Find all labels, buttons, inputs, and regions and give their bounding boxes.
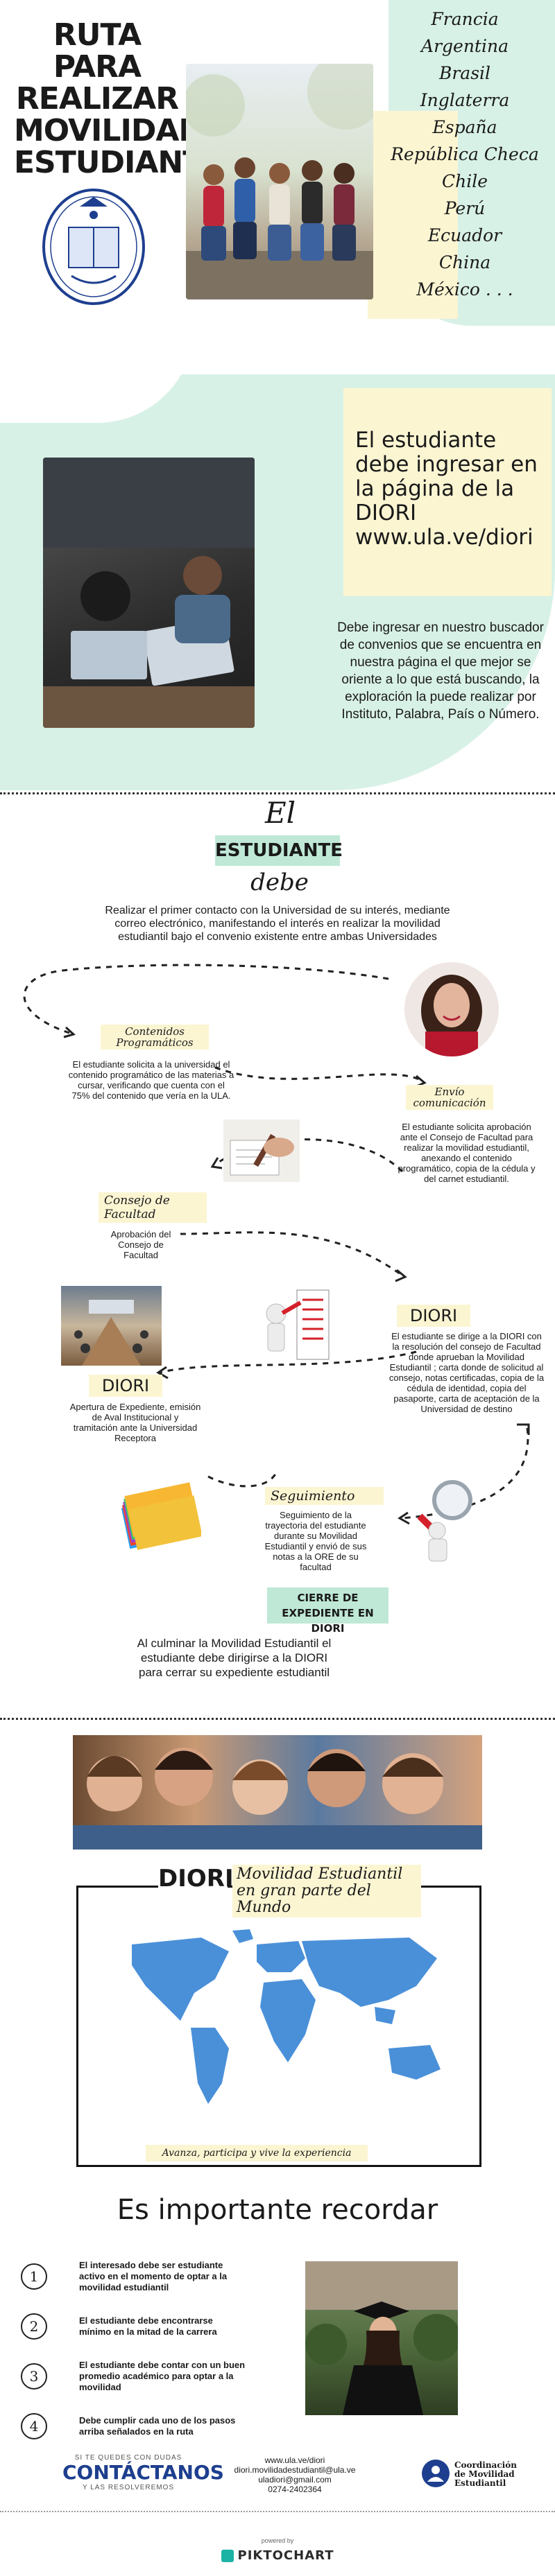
country-item: Brasil [438,63,491,83]
country-item: Perú [444,198,486,218]
cierre-badge: CIERRE DE EXPEDIENTE EN DIORI [267,1587,388,1635]
woman-portrait [404,962,499,1056]
diori-right-label: DIORI [397,1305,470,1327]
el-script: El [264,796,296,830]
country-item: Inglaterra [420,90,510,110]
conference-photo [61,1286,162,1366]
list-item-text: El estudiante debe encontrarse mínimo en… [79,2315,217,2337]
powered-by-text: powered by [261,2537,294,2544]
piktochart-wordmark: PIKTOCHART [237,2548,334,2563]
divider-dotted-1 [0,792,555,794]
country-item: Chile [441,171,488,191]
consejo-text: Aprobación del Consejo de Facultad [110,1229,171,1260]
resolveremos-text: Y LAS RESOLVEREMOS [82,2484,175,2491]
contenidos-text: El estudiante solicita a la universidad … [68,1059,234,1101]
diori-body-text: Debe ingresar en nuestro buscador de con… [337,620,544,722]
ula-seal-logo [38,186,149,307]
map-caption: Avanza, participa y vive la experiencia [146,2145,368,2161]
envio-text: El estudiante solicita aprobación ante e… [398,1122,536,1184]
country-item: México . . . [416,279,513,299]
dudas-text: SI TE QUEDES CON DUDAS [74,2454,182,2462]
students-photo [186,64,373,299]
contact-details: www.ula.ve/diori diori.movilidadestudian… [222,2455,368,2494]
piktochart-logo[interactable]: PIKTOCHART [215,2548,340,2563]
list-item-text: El estudiante debe contar con un buen pr… [79,2360,246,2392]
magnifier-figure [408,1477,484,1563]
estudiante-badge: ESTUDIANTE [215,835,343,866]
remember-heading: Es importante recordar [117,2194,438,2226]
country-item: España [432,117,497,137]
diori-left-label: DIORI [89,1375,162,1397]
debe-script: debe [250,869,309,896]
title-line-2: REALIZAR [15,81,179,116]
step-number: 3 [21,2363,47,2390]
laptop-photo [43,458,255,728]
coord-logo-icon [422,2460,450,2487]
contact-phone: 0274-2402364 [268,2484,322,2494]
folders-illustration [114,1480,203,1556]
diori-heading: El estudiante debe ingresar en la página… [355,428,538,550]
country-item: Ecuador [427,225,502,245]
contact-email[interactable]: diori.movilidadestudiantil@ula.ve [234,2465,356,2475]
seguimiento-label: Seguimiento [265,1487,384,1505]
world-map [118,1924,451,2118]
country-item: Argentina [421,36,509,56]
title-line-3: MOVILIDAD [14,113,204,148]
country-item: República Checa [391,144,539,164]
contact-callout[interactable]: SI TE QUEDES CON DUDAS CONTÁCTANOS Y LAS… [62,2454,224,2491]
list-item: 2 El estudiante debe encontrarse mínimo … [21,2301,291,2351]
contactanos-text: CONTÁCTANOS [62,2461,224,2484]
list-item-text: Debe cumplir cada uno de los pasos arrib… [79,2415,236,2437]
diori-left-text: Apertura de Expediente, emisión de Aval … [69,1402,201,1443]
checklist-figure [248,1286,345,1369]
consejo-label: Consejo de Facultad [99,1192,207,1223]
diori-heading-box [343,388,552,596]
step-number: 1 [21,2263,47,2290]
contenidos-label: Contenidos Programáticos [101,1025,209,1050]
piktochart-icon [221,2549,234,2562]
list-item: 3 El estudiante debe contar con un buen … [21,2351,291,2401]
route-intro: Realizar el primer contacto con la Unive… [105,905,450,943]
country-item: China [438,252,491,272]
diori-right-text: El estudiante se dirige a la DIORI con l… [388,1331,545,1414]
contact-email[interactable]: uladiori@gmail.com [258,2475,332,2484]
page-title: RUTA PARA REALIZAR MOVILIDAD ESTUDIANTIL [14,17,233,180]
coord-text: Coordinación de Movilidad Estudiantil [454,2460,517,2488]
group-photo [73,1735,482,1850]
footer-divider [0,2511,555,2512]
map-subtitle: Movilidad Estudiantil en gran parte del … [232,1865,421,1917]
header-yellow-panel [368,111,458,319]
list-item-text: El interesado debe ser estudiante activo… [79,2260,228,2292]
title-line-4: ESTUDIANTIL [14,145,233,180]
list-item: 1 El interesado debe ser estudiante acti… [21,2252,291,2301]
divider-dotted-2 [0,1718,555,1720]
country-item: Francia [431,9,499,29]
list-item: 4 Debe cumplir cada uno de los pasos arr… [21,2401,291,2451]
countries-list: Francia Argentina Brasil Inglaterra Espa… [378,6,552,303]
step-number: 2 [21,2313,47,2340]
closing-text: Al culminar la Movilidad Estudiantil el … [137,1637,332,1679]
map-diori-label: DIORI [158,1865,234,1892]
graduate-photo [305,2261,461,2415]
signing-photo [223,1120,300,1182]
route-path [23,964,530,1525]
contact-link[interactable]: www.ula.ve/diori [264,2455,325,2465]
remember-list: 1 El interesado debe ser estudiante acti… [21,2252,291,2451]
title-line-1: RUTA PARA [53,17,142,85]
step-number: 4 [21,2413,47,2439]
envio-label: Envío comunicación [406,1085,493,1110]
seguimiento-text: Seguimiento de la trayectoria del estudi… [264,1510,367,1572]
